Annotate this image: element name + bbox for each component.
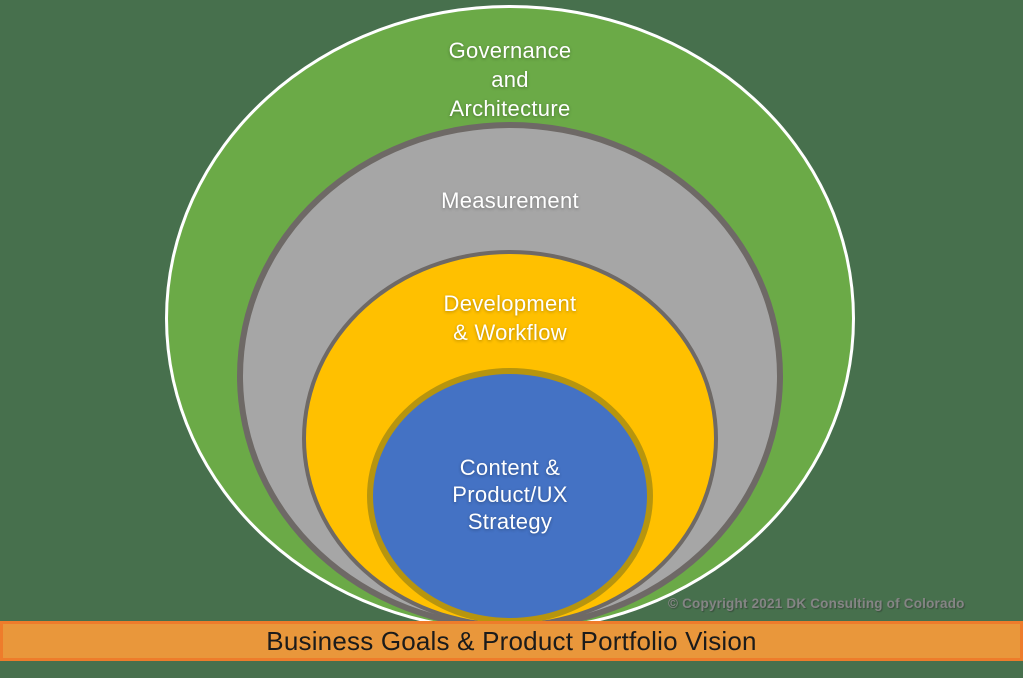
ring-label-content: Content & Product/UX Strategy xyxy=(310,454,710,535)
ring-label-measurement: Measurement xyxy=(310,186,710,215)
ring-label-line: Product/UX xyxy=(452,482,568,507)
ring-label-line: Development xyxy=(443,291,577,316)
copyright-text: © Copyright 2021 DK Consulting of Colora… xyxy=(668,596,965,611)
ring-label-line: and xyxy=(491,67,529,92)
footer-banner: Business Goals & Product Portfolio Visio… xyxy=(0,621,1023,661)
footer-banner-label: Business Goals & Product Portfolio Visio… xyxy=(266,625,757,656)
ring-label-line: Governance xyxy=(448,38,572,63)
ring-label-line: Architecture xyxy=(449,96,571,121)
ring-label-governance: Governance and Architecture xyxy=(310,36,710,123)
ring-content-product-ux-strategy xyxy=(367,368,653,624)
ring-label-line: Measurement xyxy=(441,188,579,213)
ring-label-line: Content & xyxy=(459,455,561,480)
ring-label-line: Strategy xyxy=(467,509,553,534)
ring-label-development: Development & Workflow xyxy=(310,289,710,347)
ring-label-line: & Workflow xyxy=(453,320,567,345)
